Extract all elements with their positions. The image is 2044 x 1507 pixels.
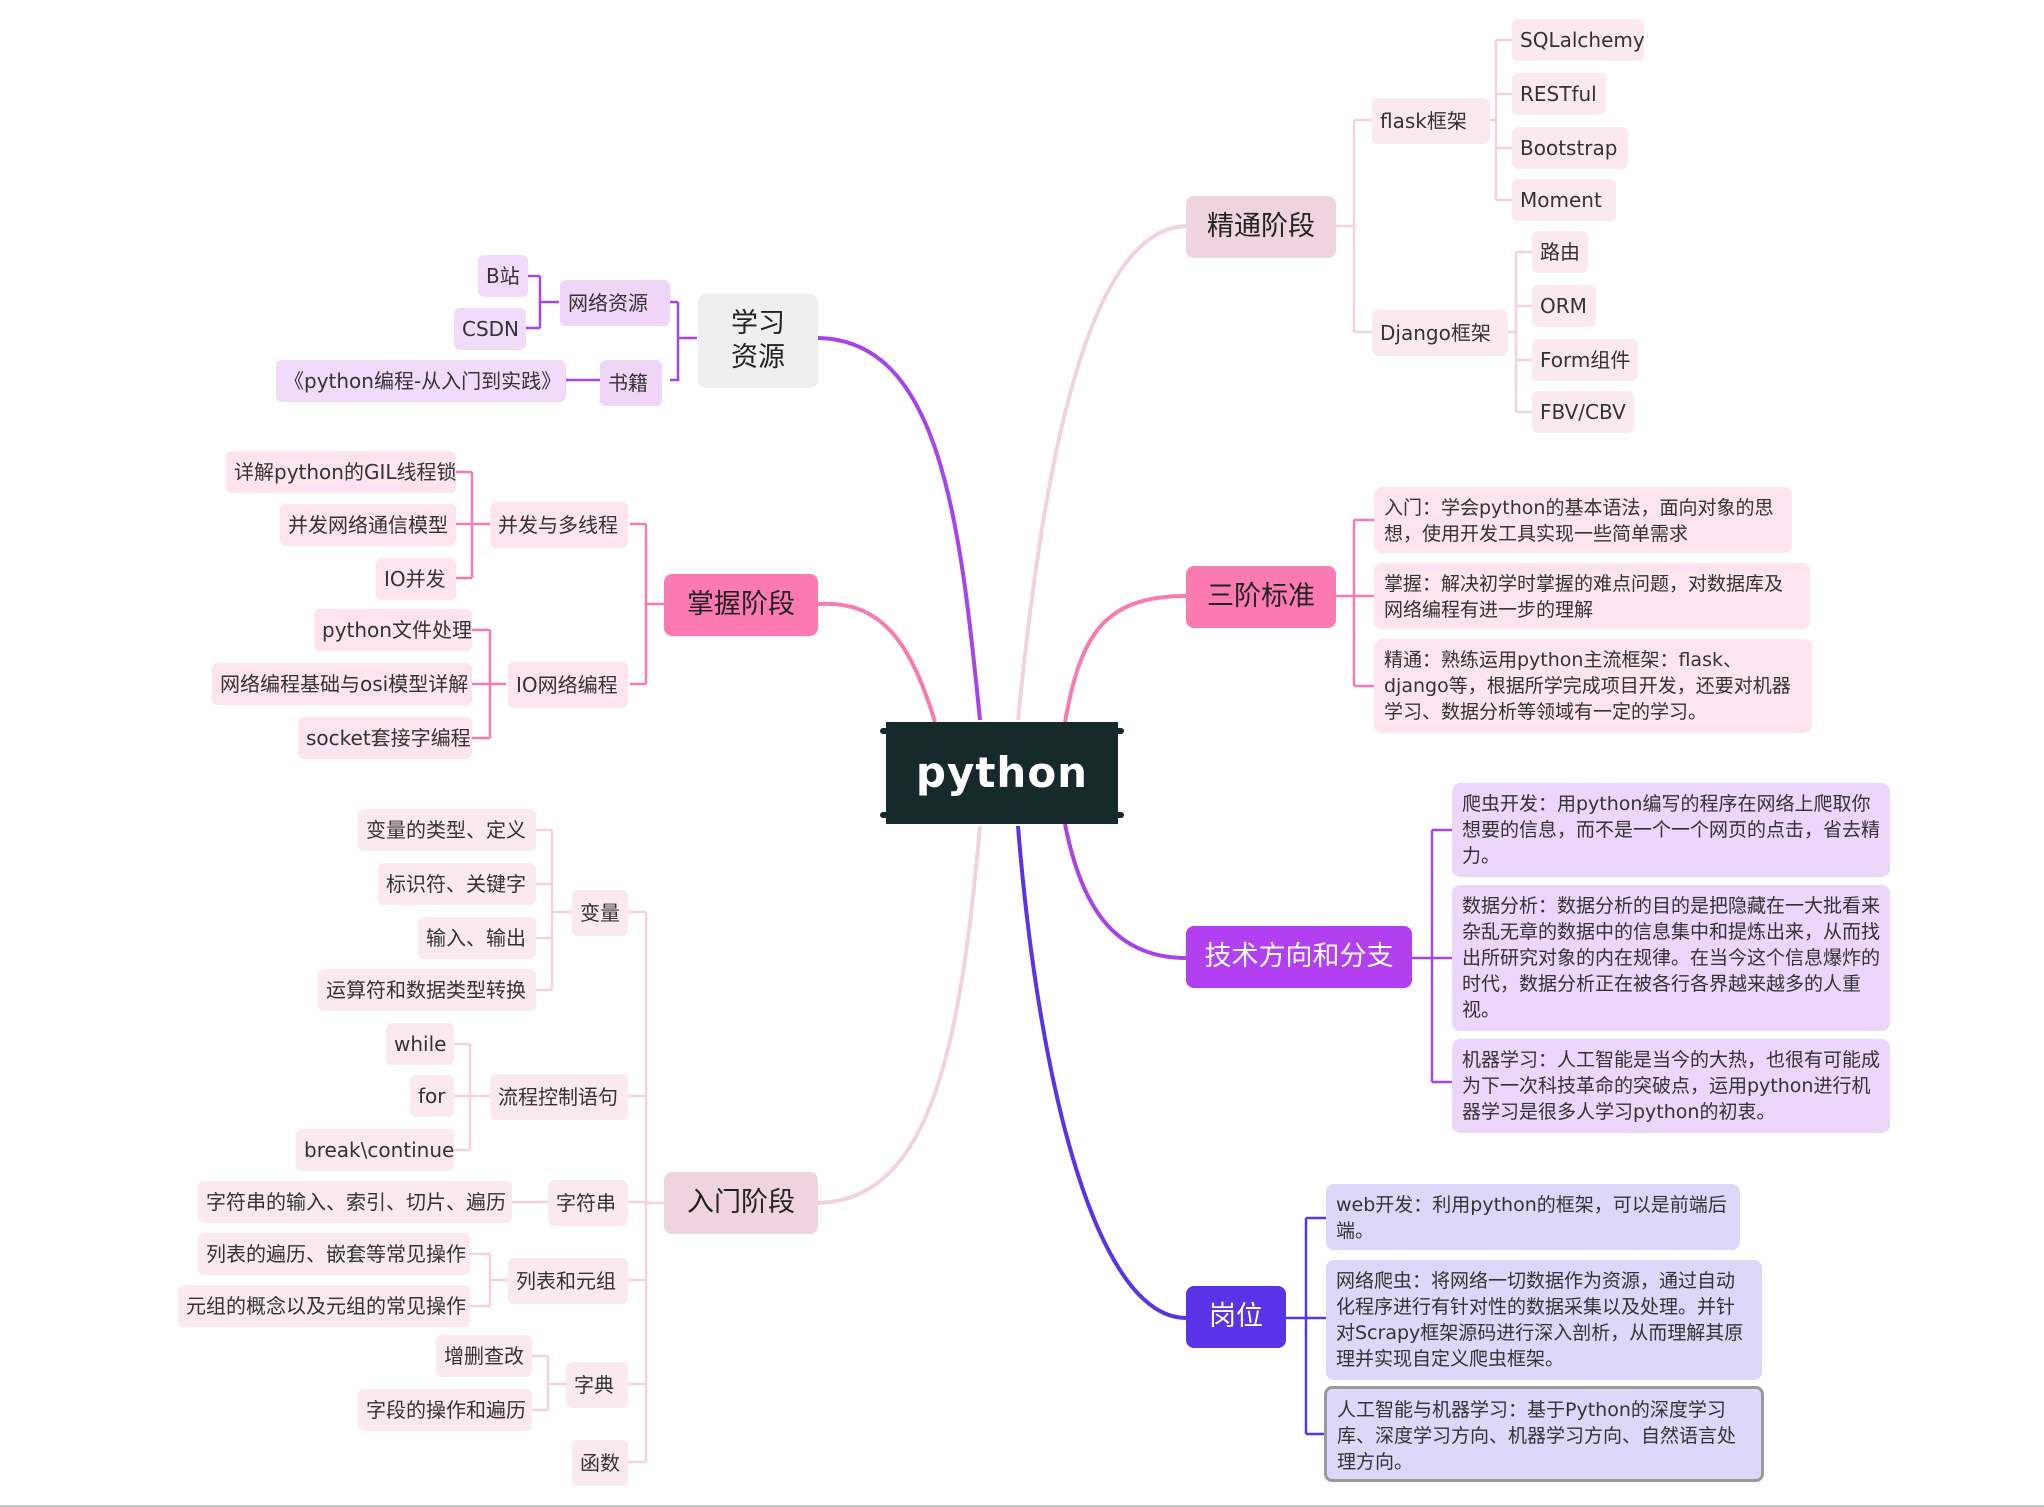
leaf-while[interactable]: while (386, 1023, 454, 1065)
leaf-identifiers[interactable]: 标识符、关键字 (378, 863, 536, 905)
leaf-gil[interactable]: 详解python的GIL线程锁 (226, 451, 457, 493)
leaf-break-continue[interactable]: break\continue (296, 1129, 454, 1171)
subtopic-online-resources[interactable]: 网络资源 (560, 280, 670, 326)
topic-expert-stage[interactable]: 精通阶段 (1186, 196, 1336, 258)
bottom-divider (0, 1505, 2044, 1507)
subtopic-io-network[interactable]: IO网络编程 (508, 662, 628, 708)
leaf-restful[interactable]: RESTful (1512, 73, 1606, 115)
subtopic-flow-control[interactable]: 流程控制语句 (490, 1074, 628, 1120)
subtopic-books[interactable]: 书籍 (600, 360, 662, 406)
central-topic[interactable]: python (880, 722, 1124, 824)
topic-beginner-stage[interactable]: 入门阶段 (664, 1172, 818, 1234)
leaf-string-ops[interactable]: 字符串的输入、索引、切片、遍历 (198, 1181, 512, 1223)
central-topic-label: python (915, 748, 1089, 797)
subtopic-flask[interactable]: flask框架 (1372, 98, 1490, 144)
job-ai-ml[interactable]: 人工智能与机器学习：基于Python的深度学习库、深度学习方向、机器学习方向、自… (1324, 1386, 1764, 1482)
leaf-io-concurrency[interactable]: IO并发 (376, 558, 456, 600)
subtopic-functions[interactable]: 函数 (572, 1440, 628, 1486)
leaf-orm[interactable]: ORM (1532, 285, 1596, 327)
leaf-dict-traverse[interactable]: 字段的操作和遍历 (358, 1389, 532, 1431)
tech-data-analysis[interactable]: 数据分析：数据分析的目的是把隐藏在一大批看来杂乱无章的数据中的信息集中和提炼出来… (1452, 885, 1890, 1031)
subtopic-dict[interactable]: 字典 (566, 1362, 628, 1408)
leaf-io[interactable]: 输入、输出 (418, 917, 536, 959)
topic-tech-directions[interactable]: 技术方向和分支 (1186, 926, 1412, 988)
topic-jobs[interactable]: 岗位 (1186, 1286, 1286, 1348)
job-web-dev[interactable]: web开发：利用python的框架，可以是前端后端。 (1326, 1184, 1740, 1250)
leaf-list-ops[interactable]: 列表的遍历、嵌套等常见操作 (198, 1233, 470, 1275)
tech-machine-learning[interactable]: 机器学习：人工智能是当今的大热，也很有可能成为下一次科技革命的突破点，运用pyt… (1452, 1039, 1890, 1133)
leaf-sqlalchemy[interactable]: SQLalchemy (1512, 19, 1645, 61)
standard-expert[interactable]: 精通：熟练运用python主流框架：flask、django等，根据所学完成项目… (1374, 639, 1812, 733)
leaf-operators[interactable]: 运算符和数据类型转换 (318, 969, 536, 1011)
standard-beginner[interactable]: 入门：学会python的基本语法，面向对象的思想，使用开发工具实现一些简单需求 (1374, 487, 1792, 553)
leaf-network-osi[interactable]: 网络编程基础与osi模型详解 (212, 663, 472, 705)
leaf-socket[interactable]: socket套接字编程 (298, 717, 472, 759)
leaf-bootstrap[interactable]: Bootstrap (1512, 127, 1628, 169)
tech-crawler[interactable]: 爬虫开发：用python编写的程序在网络上爬取你想要的信息，而不是一个一个网页的… (1452, 783, 1890, 877)
leaf-for[interactable]: for (410, 1075, 454, 1117)
subtopic-django[interactable]: Django框架 (1372, 310, 1508, 356)
topic-three-stage-standards[interactable]: 三阶标准 (1186, 566, 1336, 628)
leaf-routing[interactable]: 路由 (1532, 231, 1588, 273)
job-web-crawler[interactable]: 网络爬虫：将网络一切数据作为资源，通过自动化程序进行有针对性的数据采集以及处理。… (1326, 1260, 1762, 1380)
topic-learning-resources[interactable]: 学习 资源 (698, 294, 818, 388)
leaf-book-python-crash-course[interactable]: 《python编程-从入门到实践》 (276, 360, 566, 402)
leaf-file-handling[interactable]: python文件处理 (314, 609, 472, 651)
leaf-tuple-ops[interactable]: 元组的概念以及元组的常见操作 (178, 1285, 470, 1327)
topic-master-stage[interactable]: 掌握阶段 (664, 574, 818, 636)
standard-master[interactable]: 掌握：解决初学时掌握的难点问题，对数据库及网络编程有进一步的理解 (1374, 563, 1810, 629)
subtopic-variables[interactable]: 变量 (572, 890, 628, 936)
leaf-moment[interactable]: Moment (1512, 179, 1616, 221)
subtopic-string[interactable]: 字符串 (548, 1180, 628, 1226)
leaf-concurrent-network-model[interactable]: 并发网络通信模型 (280, 504, 456, 546)
leaf-bilibili[interactable]: B站 (478, 255, 528, 297)
subtopic-concurrency[interactable]: 并发与多线程 (490, 502, 628, 548)
leaf-variable-types[interactable]: 变量的类型、定义 (358, 809, 536, 851)
leaf-csdn[interactable]: CSDN (454, 308, 526, 350)
leaf-crud[interactable]: 增删查改 (436, 1335, 532, 1377)
subtopic-list-tuple[interactable]: 列表和元组 (508, 1258, 628, 1304)
leaf-form-component[interactable]: Form组件 (1532, 339, 1638, 381)
leaf-fbv-cbv[interactable]: FBV/CBV (1532, 391, 1634, 433)
